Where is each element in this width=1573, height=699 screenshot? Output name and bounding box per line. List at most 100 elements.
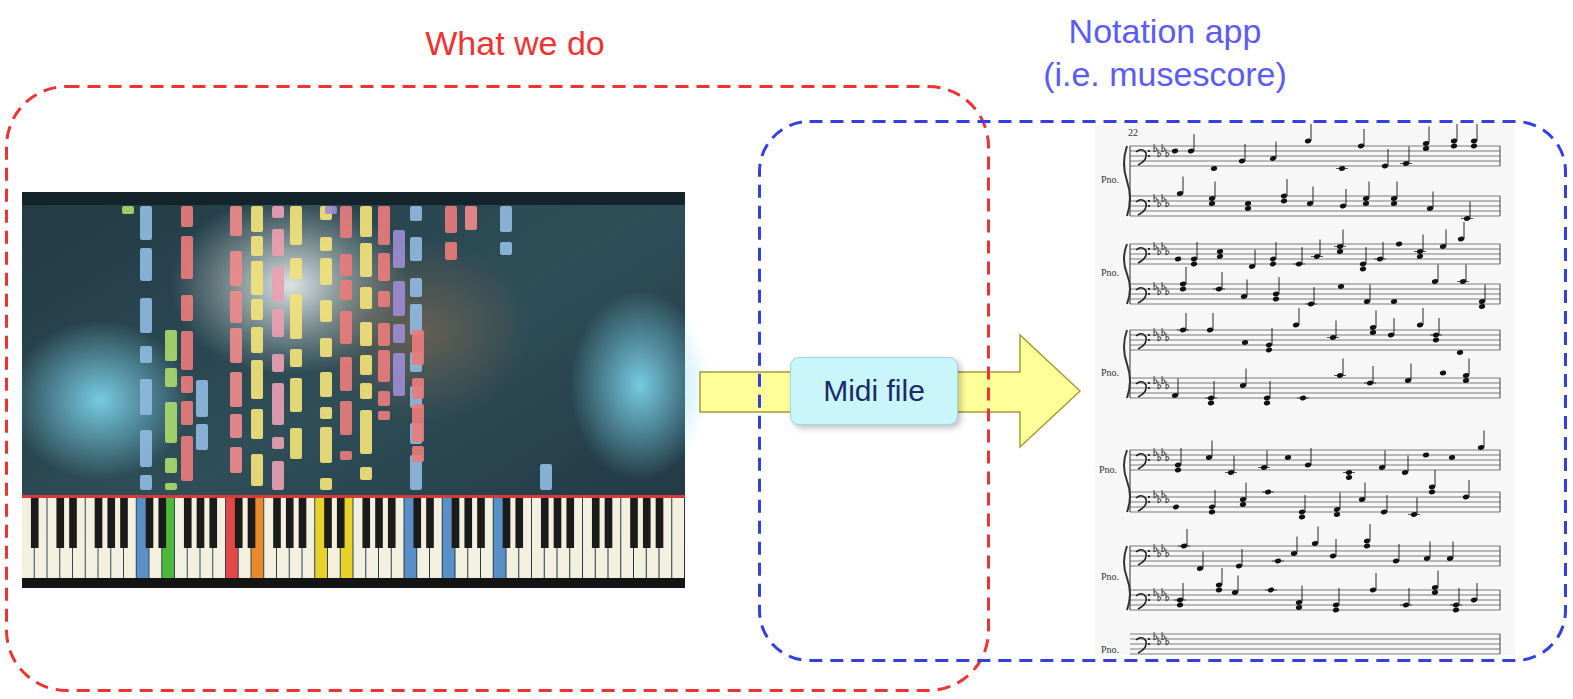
notehead [1280,198,1288,205]
light-glow [570,290,710,480]
staff-line [1130,201,1500,202]
staff-line [1130,492,1500,493]
black-key [120,498,128,548]
note-bar [140,248,152,281]
note-bar [181,295,193,321]
note-bar [230,291,242,323]
note-bar [410,206,422,221]
note-bar [378,253,390,281]
clef [1136,496,1146,511]
clef-dot [1148,459,1150,461]
clef-dot [1148,150,1150,152]
note-bar [165,368,177,387]
staff-line [1130,450,1500,451]
note-bar [290,294,302,339]
staff-line [1130,304,1500,305]
flat-sign [1162,544,1165,552]
note-stem [1438,571,1439,588]
brace [1124,546,1130,610]
note-stem [1343,359,1344,376]
note-bar [320,300,332,322]
window-bar [22,192,685,205]
note-bar [500,206,512,232]
note-bar [251,236,263,256]
black-key [184,498,192,548]
flat-sign [1162,328,1165,336]
note-stem [1186,267,1187,284]
ledger-line [1272,561,1284,562]
clef-dot [1148,387,1150,389]
note-stem [1484,431,1485,448]
note-stem [1313,187,1314,204]
note-stem [1417,498,1418,515]
flat-sign [1162,376,1165,384]
note-bar [340,206,352,238]
note-stem [1446,230,1447,247]
bar-line [1500,492,1501,512]
note-stem [1194,134,1195,151]
clef [1136,288,1146,303]
black-key [209,498,217,548]
bar-line [1500,378,1501,398]
notehead [1210,165,1218,172]
note-stem [1213,313,1214,330]
note-stem [1469,359,1470,376]
note-stem [1183,583,1184,600]
staff-line [1130,388,1500,389]
black-key [426,498,434,548]
keyboard-edge [22,495,685,498]
brace [1124,244,1130,304]
note-stem [1215,182,1216,199]
ledger-line [1334,246,1346,247]
note-bar [290,349,302,367]
note-bar [410,278,422,297]
flat-sign [1154,544,1157,552]
notehead [1208,509,1216,516]
staff-line [1130,610,1500,611]
ledger-line [1430,335,1442,336]
note-stem [1187,529,1188,546]
staff-line [1130,206,1500,207]
note-stem [1343,230,1344,247]
ledger-line [1174,600,1186,601]
flat-sign [1154,194,1157,202]
note-stem [1385,451,1386,468]
flat-sign [1158,381,1161,389]
notehead [1452,607,1460,614]
note-bar [340,357,352,391]
notehead [1171,148,1179,155]
staff-line [1130,649,1500,650]
note-bar [393,353,405,396]
black-key [158,498,166,548]
note-stem [1320,240,1321,257]
flat-sign [1154,376,1157,384]
notehead [1337,283,1345,290]
staff-line [1130,345,1500,346]
note-stem [1438,265,1439,282]
notehead [1216,248,1224,255]
ledger-line [1327,337,1339,338]
clef-dot [1148,496,1150,498]
note-stem [1439,318,1440,335]
note-bar [445,206,457,233]
notehead [1208,200,1216,207]
notehead [1244,205,1252,212]
note-bar [196,424,208,450]
note-bar [251,206,263,232]
note-stem [1183,177,1184,194]
note-bar [140,475,152,490]
black-key [146,498,154,548]
notehead [1284,454,1292,461]
clef [1136,638,1146,653]
flat-sign [1166,495,1169,503]
note-stem [1299,308,1300,325]
notehead [1448,454,1456,461]
note-stem [1215,490,1216,507]
note-stem [1246,483,1247,500]
note-bar [122,206,134,214]
ledger-line [1205,398,1217,399]
ledger-line [1461,218,1473,219]
note-stem [1302,586,1303,603]
staff-line [1130,393,1500,394]
